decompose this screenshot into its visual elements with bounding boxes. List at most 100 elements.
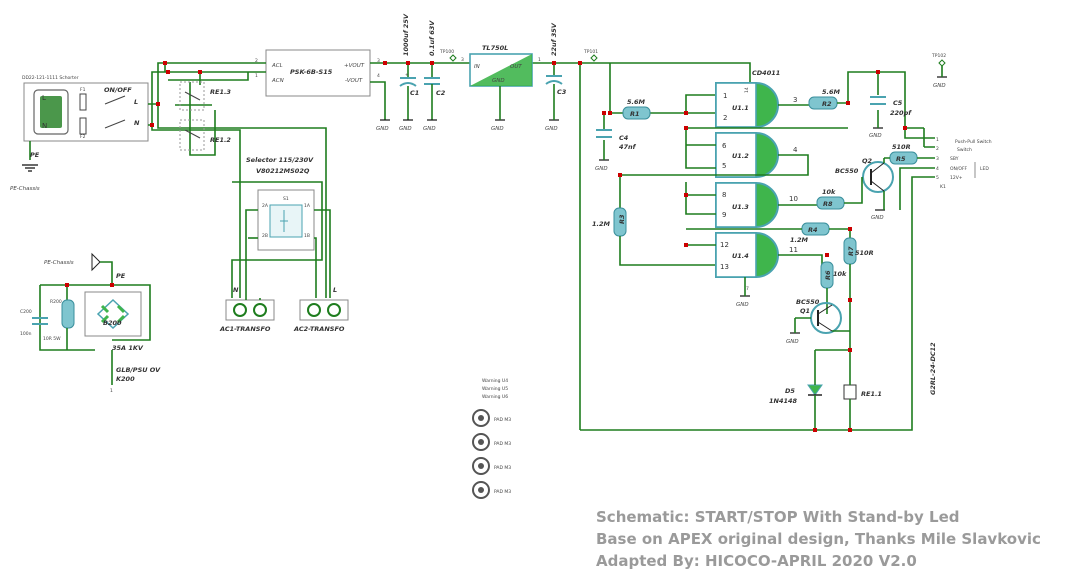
svg-text:L: L <box>333 286 337 294</box>
voltage-selector: Selector 115/230V V80212MS02Q S1 2A 1A 2… <box>246 156 315 251</box>
svg-text:GND: GND <box>736 302 749 308</box>
relay-contact-re13: RE1.3 <box>179 81 231 111</box>
regulator-tl750l: TL750L IN OUT GND 3 1 <box>461 44 541 87</box>
svg-text:2: 2 <box>723 114 727 122</box>
pad-hole-icon <box>478 487 484 493</box>
svg-text:GND: GND <box>423 126 436 132</box>
svg-text:C5: C5 <box>893 99 903 107</box>
title-line-1: Schematic: START/STOP With Stand-by Led <box>596 508 960 526</box>
svg-text:TP100: TP100 <box>439 49 454 55</box>
junction-dot <box>848 227 852 231</box>
junction-dot <box>608 111 612 115</box>
svg-text:Q2: Q2 <box>862 157 873 165</box>
svg-text:12V+: 12V+ <box>950 175 963 181</box>
junction-dot <box>110 283 114 287</box>
resistor-r4: R4 1.2M <box>790 222 830 244</box>
terminal-ac2: L AC2-TRANSFO <box>293 286 349 333</box>
title-line-3: Adapted By: HICOCO-APRIL 2020 V2.0 <box>596 552 917 570</box>
svg-text:1: 1 <box>723 92 727 100</box>
title-block: Schematic: START/STOP With Stand-by Led … <box>596 508 1041 570</box>
svg-text:ACL: ACL <box>271 63 283 69</box>
junction-dot <box>813 428 817 432</box>
svg-text:7: 7 <box>746 286 749 292</box>
svg-text:Push-Pull Switch: Push-Pull Switch <box>955 139 992 145</box>
svg-text:C3: C3 <box>557 88 567 96</box>
svg-text:4: 4 <box>936 166 939 172</box>
svg-text:510R: 510R <box>892 143 911 151</box>
svg-text:RE1.2: RE1.2 <box>210 136 231 144</box>
svg-text:1: 1 <box>538 57 541 63</box>
junction-dot <box>150 123 154 127</box>
nand-gate-u12: 3 6 5 U1.2 4 <box>715 132 798 178</box>
svg-text:Selector 115/230V: Selector 115/230V <box>246 156 314 164</box>
junction-dot <box>430 61 434 65</box>
pad-hole-icon <box>478 439 484 445</box>
svg-text:14: 14 <box>744 87 750 93</box>
svg-text:35A 1KV: 35A 1KV <box>112 344 144 352</box>
svg-text:0.1uf 63V: 0.1uf 63V <box>428 20 436 56</box>
switch-label: ON/OFF <box>104 86 132 94</box>
junction-dot <box>166 70 170 74</box>
svg-text:GLB/PSU OV: GLB/PSU OV <box>116 366 161 374</box>
svg-text:RE1.1: RE1.1 <box>861 390 882 398</box>
svg-text:10k: 10k <box>833 270 847 278</box>
svg-text:U1.1: U1.1 <box>732 104 749 112</box>
connector-k1: 1 Push-Pull Switch 2 Switch 3 SBY 4 ON/O… <box>924 137 992 190</box>
svg-text:Warning U5: Warning U5 <box>482 386 508 392</box>
svg-text:GND: GND <box>492 78 505 84</box>
svg-text:R5: R5 <box>896 155 906 163</box>
svg-text:C200: C200 <box>20 309 32 315</box>
junction-dot <box>684 111 688 115</box>
warning-labels: Warning U4 Warning U5 Warning U6 <box>482 378 508 400</box>
junction-dot <box>406 61 410 65</box>
pad-ring-icon <box>472 433 490 451</box>
svg-text:2: 2 <box>936 146 939 152</box>
svg-text:R8: R8 <box>823 200 833 208</box>
svg-text:10k: 10k <box>822 188 836 196</box>
junction-dot <box>903 126 907 130</box>
svg-text:+VOUT: +VOUT <box>344 63 365 69</box>
svg-text:ACN: ACN <box>271 78 284 84</box>
svg-text:N: N <box>233 286 239 294</box>
testpoint-tp101: TP101 <box>583 49 598 62</box>
nand-gate-u11: 1 2 U1.1 3 14 <box>715 82 797 128</box>
testpoint-tp100: TP100 <box>439 49 457 62</box>
svg-text:1.2M: 1.2M <box>592 220 611 228</box>
psu-module: ACL ACN PSK-6B-S15 +VOUT -VOUT 2 1 3 4 <box>255 49 380 97</box>
junction-dot <box>383 61 387 65</box>
svg-text:K200: K200 <box>116 375 135 383</box>
pad-hole-icon <box>478 463 484 469</box>
svg-text:Switch: Switch <box>957 147 972 153</box>
capacitor-c5: C5 220pf <box>870 96 912 117</box>
svg-text:PE-Chassis: PE-Chassis <box>44 260 74 266</box>
svg-text:-VOUT: -VOUT <box>345 78 363 84</box>
capacitor-c4: C4 47nf <box>596 129 637 151</box>
svg-text:220pf: 220pf <box>890 109 912 117</box>
connector-label: DD22-121-1111 Schorter <box>22 75 79 81</box>
pad-ring-icon <box>472 481 490 499</box>
pad-label: PAD M3 <box>494 441 511 447</box>
svg-text:U1.4: U1.4 <box>732 252 749 260</box>
junction-dot <box>65 283 69 287</box>
svg-text:11: 11 <box>789 246 798 254</box>
svg-text:5: 5 <box>722 162 726 170</box>
svg-text:S1: S1 <box>283 196 289 202</box>
junction-dots <box>65 61 907 432</box>
resistor-r1: R1 5.6M <box>622 98 651 120</box>
svg-text:1B: 1B <box>304 233 310 239</box>
pad-ring-icon <box>472 409 490 427</box>
svg-text:GND: GND <box>545 126 558 132</box>
conn-n: N <box>42 122 47 130</box>
relay-coil-re11: RE1.1 <box>843 384 882 400</box>
svg-text:ON/OFF: ON/OFF <box>950 166 968 172</box>
diode-d5: D5 1N4148 <box>769 384 823 405</box>
resistor-r2: R2 5.6M <box>808 88 841 110</box>
junction-dot <box>848 348 852 352</box>
svg-text:3: 3 <box>793 96 797 104</box>
svg-text:1: 1 <box>255 73 258 79</box>
ic-label: CD4011 <box>752 69 780 77</box>
svg-text:TL750L: TL750L <box>482 44 508 52</box>
mounting-pad: PAD M3 <box>472 481 511 499</box>
